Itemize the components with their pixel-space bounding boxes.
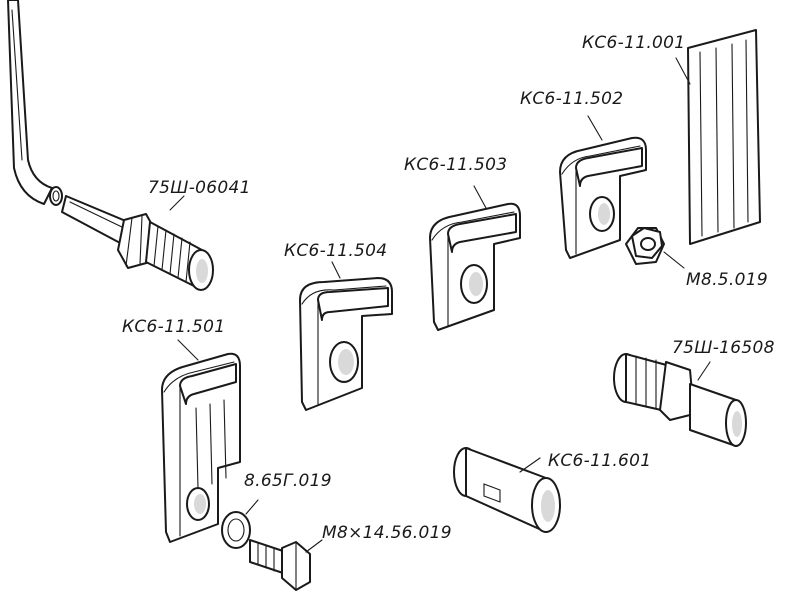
label-plate: КС6-11.001 <box>582 33 685 53</box>
label-bolt: М8×14.56.019 <box>322 523 452 543</box>
clip-501-part <box>161 339 241 543</box>
coupling-part <box>453 447 561 533</box>
label-clip-504: КС6-11.504 <box>284 241 387 261</box>
clip-504-part <box>299 261 393 411</box>
adapter-part <box>613 353 747 447</box>
clip-502-part <box>559 115 647 259</box>
clip-503-part <box>429 185 521 331</box>
washer-part <box>221 499 259 549</box>
label-clip-502: КС6-11.502 <box>520 89 623 109</box>
label-nut: М8.5.019 <box>686 270 768 290</box>
label-coupling: КС6-11.601 <box>548 451 651 471</box>
label-clip-501: КС6-11.501 <box>122 317 225 337</box>
plate-part <box>675 29 761 245</box>
nut-part <box>625 227 685 269</box>
label-adapter: 75Ш-16508 <box>672 338 775 358</box>
bolt-part <box>249 539 323 591</box>
label-washer: 8.65Г.019 <box>244 471 332 491</box>
tube-fitting-part <box>7 0 214 291</box>
label-clip-503: КС6-11.503 <box>404 155 507 175</box>
label-tube-fitting: 75Ш-06041 <box>148 178 251 198</box>
